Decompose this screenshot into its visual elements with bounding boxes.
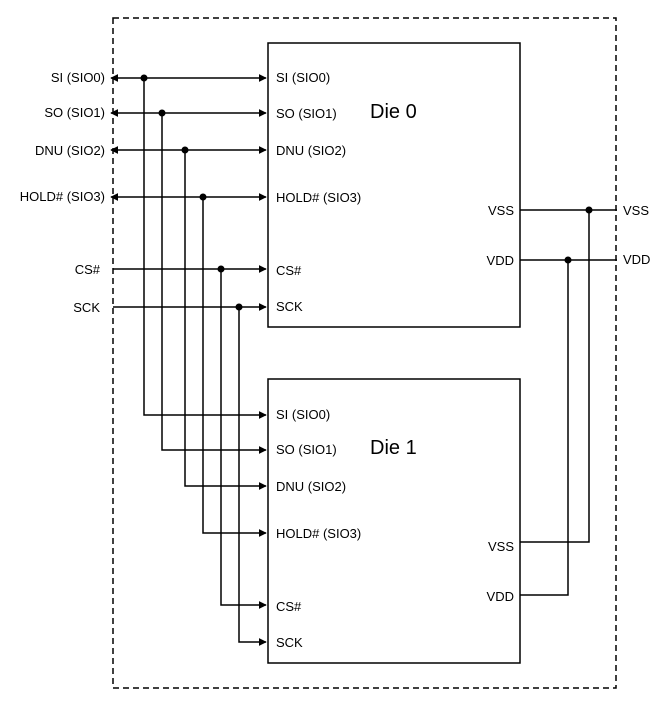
wire-so-die1 <box>161 113 267 454</box>
wire-hold-die1 <box>202 197 267 537</box>
die-0-pin-vdd-label: VDD <box>487 253 514 268</box>
die-0-pin-vss-label: VSS <box>488 203 514 218</box>
die-0-title: Die 0 <box>370 101 417 123</box>
junction-dnu <box>181 146 189 154</box>
die-1-pin-so-label: SO (SIO1) <box>276 442 337 457</box>
wire-vdd-die1 <box>520 260 569 596</box>
wire-dnu-die1 <box>184 150 267 490</box>
wire-vss-die1 <box>520 210 590 543</box>
die-0-pin-sck-label: SCK <box>276 299 303 314</box>
junction-vdd <box>564 256 572 264</box>
die-1-pin-vdd-label: VDD <box>487 589 514 604</box>
ext-pin-vss-label: VSS <box>623 203 649 218</box>
wire-cs-die1 <box>220 269 267 609</box>
junction-cs <box>217 265 225 273</box>
ext-pin-si-label: SI (SIO0) <box>51 70 105 85</box>
wire-sck-die1 <box>238 307 267 646</box>
die-1-pin-si-label: SI (SIO0) <box>276 407 330 422</box>
die-0-box <box>267 42 521 328</box>
junction-so <box>158 109 166 117</box>
die-0-pin-hold-label: HOLD# (SIO3) <box>276 190 361 205</box>
ext-pin-sck-label: SCK <box>73 300 100 315</box>
die-1-title: Die 1 <box>370 437 417 459</box>
die-1-box <box>267 378 521 664</box>
junction-sck <box>235 303 243 311</box>
die-1-pin-cs-label: CS# <box>276 599 302 614</box>
ext-pin-so-label: SO (SIO1) <box>44 105 105 120</box>
die-1-pin-hold-label: HOLD# (SIO3) <box>276 526 361 541</box>
die-1-pin-dnu-label: DNU (SIO2) <box>276 479 346 494</box>
junction-vss <box>585 206 593 214</box>
die-1-pin-sck-label: SCK <box>276 635 303 650</box>
die-0-pin-so-label: SO (SIO1) <box>276 106 337 121</box>
ext-pin-vdd-label: VDD <box>623 252 650 267</box>
ext-pin-cs-label: CS# <box>75 262 101 277</box>
die-0-pin-dnu-label: DNU (SIO2) <box>276 143 346 158</box>
die-0-pin-si-label: SI (SIO0) <box>276 70 330 85</box>
wire-si-die1 <box>143 78 267 419</box>
ext-pin-dnu-label: DNU (SIO2) <box>35 143 105 158</box>
die-0-pin-cs-label: CS# <box>276 263 302 278</box>
package-outline <box>112 17 617 689</box>
junction-hold <box>199 193 207 201</box>
ext-pin-hold-label: HOLD# (SIO3) <box>20 189 105 204</box>
junction-si <box>140 74 148 82</box>
die-1-pin-vss-label: VSS <box>488 539 514 554</box>
